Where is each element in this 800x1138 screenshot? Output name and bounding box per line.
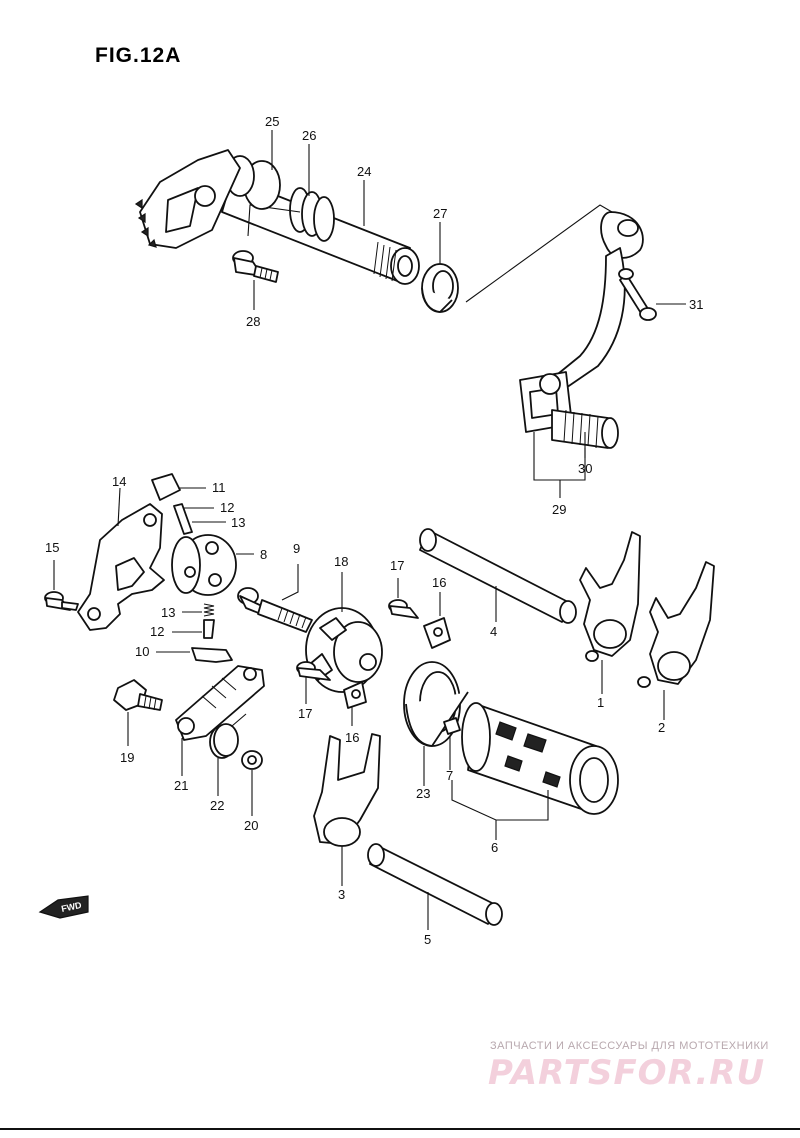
screw-17-lower	[296, 661, 331, 704]
gearshift-shaft-assembly	[134, 149, 420, 285]
callout-1: 1	[597, 695, 604, 710]
bolt-28	[232, 250, 279, 283]
callout-12-top: 12	[220, 500, 234, 515]
callout-7: 7	[446, 768, 453, 783]
callout-13-bottom: 13	[161, 605, 175, 620]
washer-20	[241, 750, 263, 816]
oil-seal-27	[421, 263, 459, 313]
callout-19: 19	[120, 750, 134, 765]
callout-14: 14	[112, 474, 126, 489]
shaft-axis-line	[465, 204, 613, 303]
callout-28: 28	[246, 314, 260, 329]
pin-12-top	[173, 503, 193, 535]
callout-12-bottom: 12	[150, 624, 164, 639]
callout-24: 24	[357, 164, 371, 179]
callout-17-lower: 17	[298, 706, 312, 721]
screw-15	[44, 560, 79, 611]
fwd-direction-arrow: FWD	[38, 895, 89, 919]
spring-22	[209, 713, 247, 796]
retainer-16-lower	[343, 681, 367, 726]
fork-shaft-4	[419, 528, 577, 624]
fwd-label: FWD	[60, 900, 83, 914]
callout-10: 10	[135, 644, 149, 659]
callout-9: 9	[293, 541, 300, 556]
callout-31: 31	[689, 297, 703, 312]
callout-22: 22	[210, 798, 224, 813]
retainer-16-upper	[423, 592, 451, 649]
callout-4: 4	[490, 624, 497, 639]
callout-29: 29	[552, 502, 566, 517]
callout-5: 5	[424, 932, 431, 947]
callout-18: 18	[334, 554, 348, 569]
cam-driven-gear-8	[171, 534, 254, 596]
callout-17-upper: 17	[390, 558, 404, 573]
spring-13-bottom	[203, 603, 215, 617]
shift-fork-1	[579, 531, 641, 694]
callout-25: 25	[265, 114, 279, 129]
callout-26: 26	[302, 128, 316, 143]
gearshift-lever-29	[519, 211, 686, 498]
callout-30: 30	[578, 461, 592, 476]
pin-7	[443, 717, 461, 770]
fork-shaft-5	[367, 843, 503, 930]
figure-title: FIG.12A	[95, 44, 181, 67]
cam-stopper-11	[151, 473, 181, 501]
callout-11: 11	[212, 480, 226, 495]
shift-fork-3	[313, 733, 381, 886]
pin-12-bottom	[203, 619, 215, 639]
callout-23: 23	[416, 786, 430, 801]
cam-guide-bolt-9	[237, 564, 313, 633]
callout-27: 27	[433, 206, 447, 221]
callout-8: 8	[260, 547, 267, 562]
screw-17-upper	[388, 578, 419, 619]
callout-21: 21	[174, 778, 188, 793]
callout-16-lower: 16	[345, 730, 359, 745]
watermark-tagline: ЗАПЧАСТИ И АКСЕССУАРЫ ДЛЯ МОТОТЕХНИКИ	[490, 1040, 769, 1052]
watermark-brand: PARTSFOR.RU	[488, 1053, 765, 1093]
callout-3: 3	[338, 887, 345, 902]
shift-arm-21	[175, 665, 265, 776]
bolt-19	[113, 679, 163, 746]
callout-16-upper: 16	[432, 575, 446, 590]
cam-stopper-10	[191, 647, 233, 663]
shift-fork-2	[637, 561, 715, 720]
gearshift-cam-6	[451, 702, 619, 840]
callout-2: 2	[658, 720, 665, 735]
gearshift-cam-plate-18	[305, 572, 383, 693]
cam-stopper-plate-14	[77, 487, 165, 631]
callout-13-top: 13	[231, 515, 245, 530]
callout-6: 6	[491, 840, 498, 855]
callout-20: 20	[244, 818, 258, 833]
callout-15: 15	[45, 540, 59, 555]
